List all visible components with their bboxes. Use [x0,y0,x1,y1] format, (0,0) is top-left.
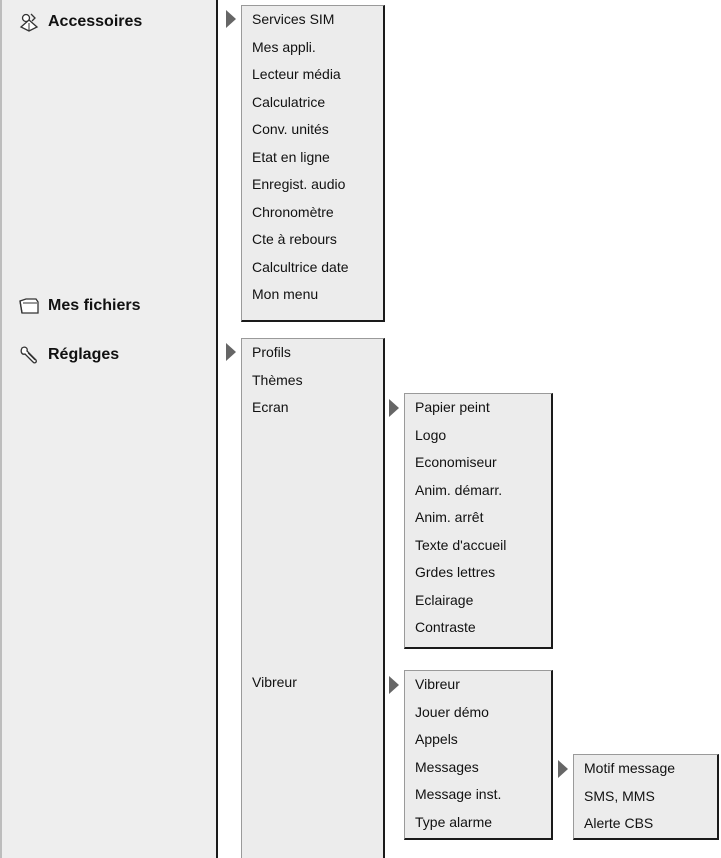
accessories-icon [19,13,39,32]
menu-item-texte-accueil[interactable]: Texte d'accueil [415,536,507,553]
menu-item-eclairage[interactable]: Eclairage [415,591,474,608]
menu-item-cte-a-rebours[interactable]: Cte à rebours [252,231,337,247]
menu-item-services-sim[interactable]: Services SIM [252,11,335,27]
menu-item-appels[interactable]: Appels [415,731,458,747]
ecran-submenu: Papier peint Logo Economiseur Anim. déma… [404,393,553,649]
menu-item-anim-arret[interactable]: Anim. arrêt [415,509,484,525]
column-edge [0,0,2,858]
menu-item-vibreur-sub[interactable]: Vibreur [415,676,460,692]
category-mes-fichiers[interactable]: Mes fichiers [18,294,140,318]
menu-item-motif-message[interactable]: Motif message [584,760,676,776]
category-column [0,0,218,858]
menu-item-conv-unites[interactable]: Conv. unités [252,121,329,137]
menu-item-etat-en-ligne[interactable]: Etat en ligne [252,148,330,165]
category-reglages[interactable]: Réglages [18,343,119,367]
category-accessoires[interactable]: Accessoires [18,10,142,34]
submenu-arrow [389,399,399,417]
category-label: Réglages [48,346,120,363]
settings-wrench-icon [20,346,37,364]
menu-item-lecteur-media[interactable]: Lecteur média [252,66,341,82]
messages-submenu: Motif message SMS, MMS Alerte CBS [573,754,719,840]
menu-item-ecran[interactable]: Ecran [252,399,289,415]
menu-item-grdes-lettres[interactable]: Grdes lettres [415,564,496,580]
menu-item-themes[interactable]: Thèmes [252,371,303,388]
menu-item-logo[interactable]: Logo [415,426,447,443]
menu-item-enregist-audio[interactable]: Enregist. audio [252,176,346,192]
submenu-arrow [389,676,399,694]
menu-item-alerte-cbs[interactable]: Alerte CBS [584,815,654,831]
menu-item-jouer-demo[interactable]: Jouer démo [415,703,489,720]
menu-item-papier-peint[interactable]: Papier peint [415,399,490,415]
submenu-arrow [226,10,236,28]
menu-item-calcultrice-date[interactable]: Calcultrice date [252,258,349,275]
menu-item-economiseur[interactable]: Economiseur [415,454,497,470]
menu-item-calculatrice[interactable]: Calculatrice [252,93,326,110]
menu-item-type-alarme[interactable]: Type alarme [415,813,493,830]
menu-item-sms-mms[interactable]: SMS, MMS [584,787,655,804]
menu-item-chronometre[interactable]: Chronomètre [252,203,334,220]
menu-item-anim-demarr[interactable]: Anim. démarr. [415,481,503,498]
menu-item-vibreur[interactable]: Vibreur [252,674,297,690]
submenu-arrow [558,760,568,778]
reglages-submenu: Profils Thèmes Ecran Vibreur [241,338,385,858]
menu-item-message-inst[interactable]: Message inst. [415,786,502,802]
menu-item-mon-menu[interactable]: Mon menu [252,286,319,302]
menu-item-mes-appli[interactable]: Mes appli. [252,38,316,55]
accessoires-submenu: Services SIM Mes appli. Lecteur média Ca… [241,5,385,322]
menu-item-messages[interactable]: Messages [415,758,479,775]
category-label: Mes fichiers [48,297,141,314]
category-label: Accessoires [48,13,143,30]
menu-item-profils[interactable]: Profils [252,344,291,360]
folder-icon [19,298,39,314]
submenu-arrow [226,343,236,361]
menu-item-contraste[interactable]: Contraste [415,619,476,635]
vibreur-submenu: Vibreur Jouer démo Appels Messages Messa… [404,670,553,840]
